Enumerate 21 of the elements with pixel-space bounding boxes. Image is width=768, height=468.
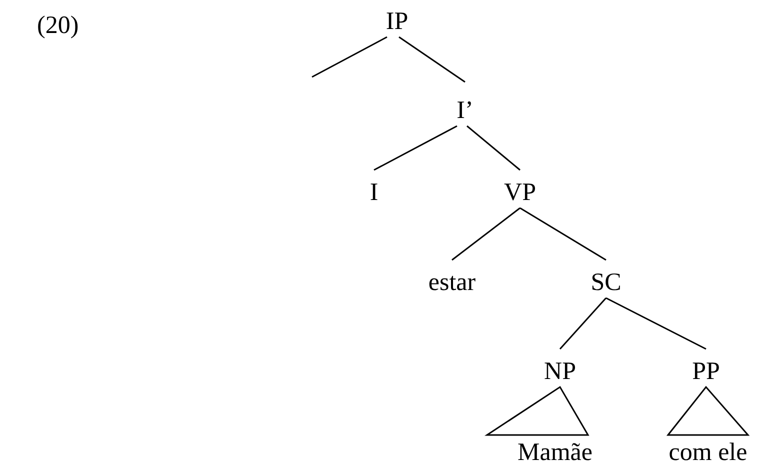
tree-node-label: IP bbox=[386, 8, 408, 36]
tree-branch bbox=[466, 125, 520, 171]
tree-branch bbox=[312, 36, 388, 78]
tree-node-label: PP bbox=[692, 358, 720, 386]
tree-branch bbox=[520, 207, 606, 261]
tree-node-label: VP bbox=[504, 179, 536, 207]
tree-branch bbox=[374, 125, 458, 171]
tree-branch bbox=[398, 36, 466, 83]
tree-branch bbox=[452, 207, 520, 261]
tree-branch bbox=[559, 298, 607, 350]
tree-node-label: NP bbox=[544, 358, 576, 386]
tree-node-label: SC bbox=[590, 269, 622, 297]
triangle-branch bbox=[484, 386, 590, 436]
tree-branch bbox=[606, 297, 706, 350]
tree-node-label: I bbox=[370, 179, 378, 207]
triangle-branch bbox=[666, 386, 750, 436]
example-number: (20) bbox=[37, 12, 79, 40]
tree-node-label: I’ bbox=[456, 97, 474, 125]
tree-node-label: Mamãe bbox=[518, 439, 592, 467]
tree-node-label: estar bbox=[428, 269, 476, 297]
tree-node-label: com ele bbox=[668, 439, 748, 467]
